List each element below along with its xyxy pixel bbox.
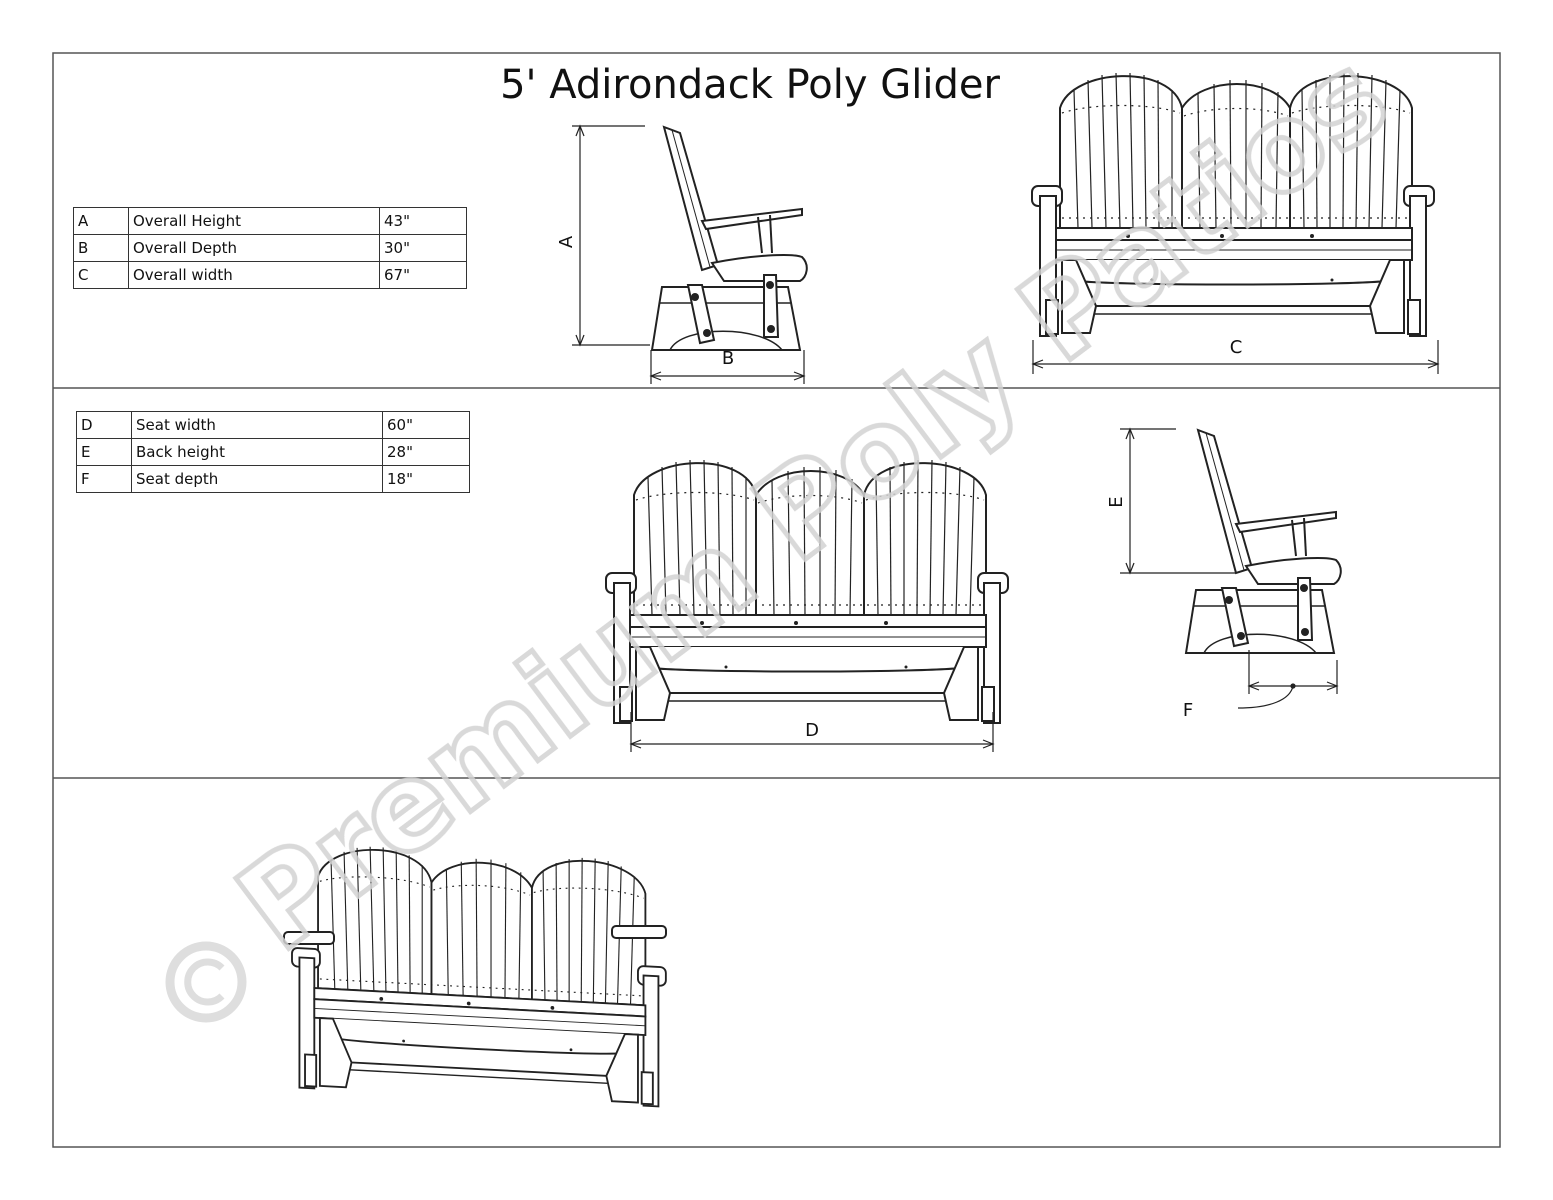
dimension-name: Seat width — [131, 411, 383, 439]
dimension-e — [1120, 427, 1236, 575]
table-row: B Overall Depth 30" — [73, 234, 467, 262]
perspective-view — [283, 841, 667, 1108]
dimension-name: Back height — [131, 438, 383, 466]
dimension-a — [572, 124, 650, 347]
dimension-value: 18" — [382, 465, 470, 493]
dimension-value: 28" — [382, 438, 470, 466]
dimension-value: 43" — [379, 207, 467, 235]
dimension-value: 30" — [379, 234, 467, 262]
dimension-name: Overall Height — [128, 207, 380, 235]
dimension-name: Overall width — [128, 261, 380, 289]
dimension-key: E — [76, 438, 132, 466]
dimension-a-label: A — [556, 235, 577, 248]
dimension-name: Seat depth — [131, 465, 383, 493]
dimension-key: A — [73, 207, 129, 235]
dimension-f — [1237, 650, 1339, 709]
dimension-d — [629, 712, 995, 752]
table-row: A Overall Height 43" — [73, 207, 467, 235]
dimension-b-label: B — [722, 348, 734, 369]
dimension-name: Overall Depth — [128, 234, 380, 262]
drawing-title: 5' Adirondack Poly Glider — [500, 62, 1000, 108]
table-row: D Seat width 60" — [76, 411, 470, 439]
table-row: C Overall width 67" — [73, 261, 467, 289]
table-row: E Back height 28" — [76, 438, 470, 466]
dimension-key: D — [76, 411, 132, 439]
dimension-b — [649, 350, 806, 384]
dimension-key: B — [73, 234, 129, 262]
dimension-c-label: C — [1230, 337, 1243, 358]
sheet-border — [52, 52, 1501, 1148]
table-row: F Seat depth 18" — [76, 465, 470, 493]
dimension-d-label: D — [805, 720, 819, 741]
seat-dimensions-table: D Seat width 60" E Back height 28" F Sea… — [76, 411, 470, 493]
dimension-key: F — [76, 465, 132, 493]
dimension-c — [1031, 340, 1440, 374]
dimension-value: 67" — [379, 261, 467, 289]
side-view-top — [651, 126, 808, 351]
side-view-middle — [1185, 429, 1342, 654]
dimension-e-label: E — [1106, 496, 1127, 507]
dimension-key: C — [73, 261, 129, 289]
dimension-value: 60" — [382, 411, 470, 439]
dimension-f-label: F — [1183, 700, 1193, 721]
overall-dimensions-table: A Overall Height 43" B Overall Depth 30"… — [73, 207, 467, 289]
